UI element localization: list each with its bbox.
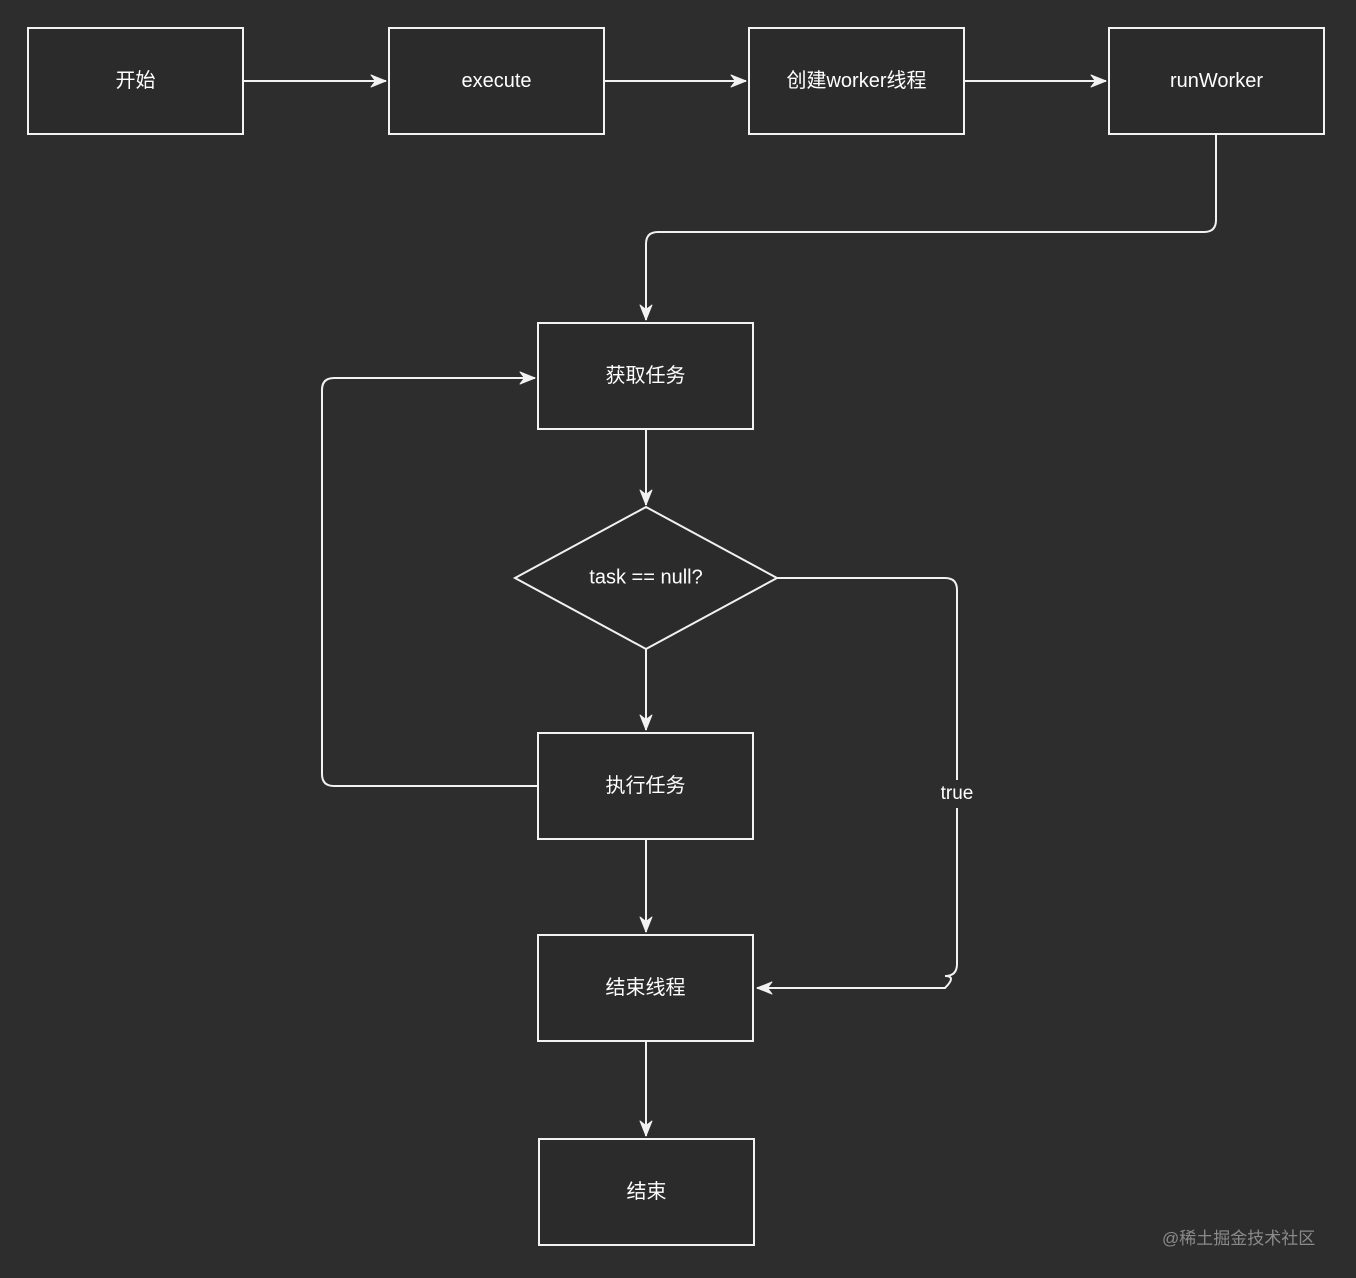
node-end: 结束 [538,1138,755,1246]
watermark-text: @稀土掘金技术社区 [1162,1229,1316,1248]
node-start: 开始 [27,27,244,135]
edge-task-check-end-thread-true [756,577,958,995]
edge-run-task-get-task-loop [321,371,537,787]
edge-label-true: true [935,780,979,808]
node-run-task: 执行任务 [537,732,754,840]
node-end-thread: 结束线程 [537,934,754,1042]
edge-run-worker-get-task [639,135,1217,321]
node-execute: execute [388,27,605,135]
node-task-check-label: task == null? [589,566,703,589]
node-task-check-shape [512,505,780,651]
node-get-task: 获取任务 [537,322,754,430]
node-run-worker: runWorker [1108,27,1325,135]
node-create-worker: 创建worker线程 [748,27,965,135]
